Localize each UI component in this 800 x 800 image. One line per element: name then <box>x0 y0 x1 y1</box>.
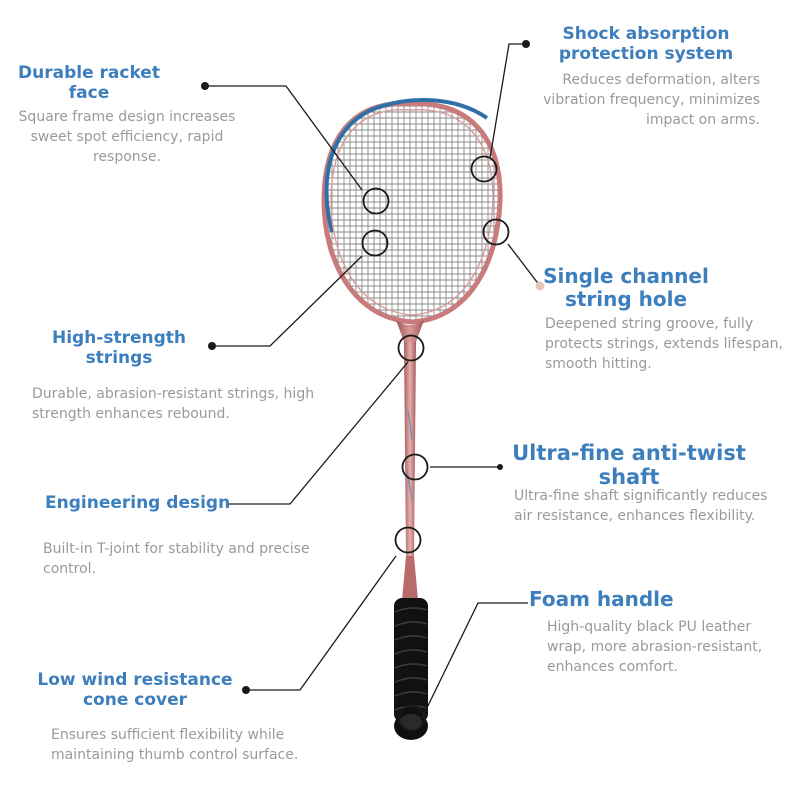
feature-desc-string-hole: Deepened string groove, fully protects s… <box>545 316 783 372</box>
feature-title-shaft: Ultra-fine anti-twist shaft <box>512 441 746 490</box>
feature-title-racket-face: Durable racket face <box>18 63 160 103</box>
feature-desc-shock-absorption: Reduces deformation, alters vibration fr… <box>543 72 760 128</box>
feature-desc-racket-face: Square frame design increases sweet spot… <box>18 109 236 165</box>
racket-grip <box>394 598 428 740</box>
feature-title-shock-absorption: Shock absorption protection system <box>558 24 734 64</box>
callout-rings <box>361 155 510 732</box>
feature-desc-engineering: Built-in T-joint for stability and preci… <box>43 541 310 577</box>
callout-lines <box>205 43 541 719</box>
feature-title-foam-handle: Foam handle <box>529 587 674 611</box>
feature-desc-strings: Durable, abrasion-resistant strings, hig… <box>32 386 315 422</box>
feature-title-strings: High-strength strings <box>51 328 187 368</box>
feature-desc-shaft: Ultra-fine shaft significantly reduces a… <box>514 488 768 524</box>
racket-shaft <box>404 342 416 558</box>
callout-dots <box>201 40 545 694</box>
feature-desc-cone-cover: Ensures sufficient flexibility while mai… <box>51 727 299 763</box>
racket-frame-blue-accent <box>324 98 489 233</box>
feature-title-string-hole: Single channel string hole <box>543 264 709 311</box>
racket-cone <box>402 556 418 600</box>
shaft-decal <box>406 409 413 501</box>
feature-title-engineering: Engineering design <box>45 493 231 513</box>
feature-title-cone-cover: Low wind resistance cone cover <box>37 670 233 710</box>
feature-desc-foam-handle: High-quality black PU leather wrap, more… <box>547 619 763 675</box>
racket-frame-inner <box>330 109 494 316</box>
